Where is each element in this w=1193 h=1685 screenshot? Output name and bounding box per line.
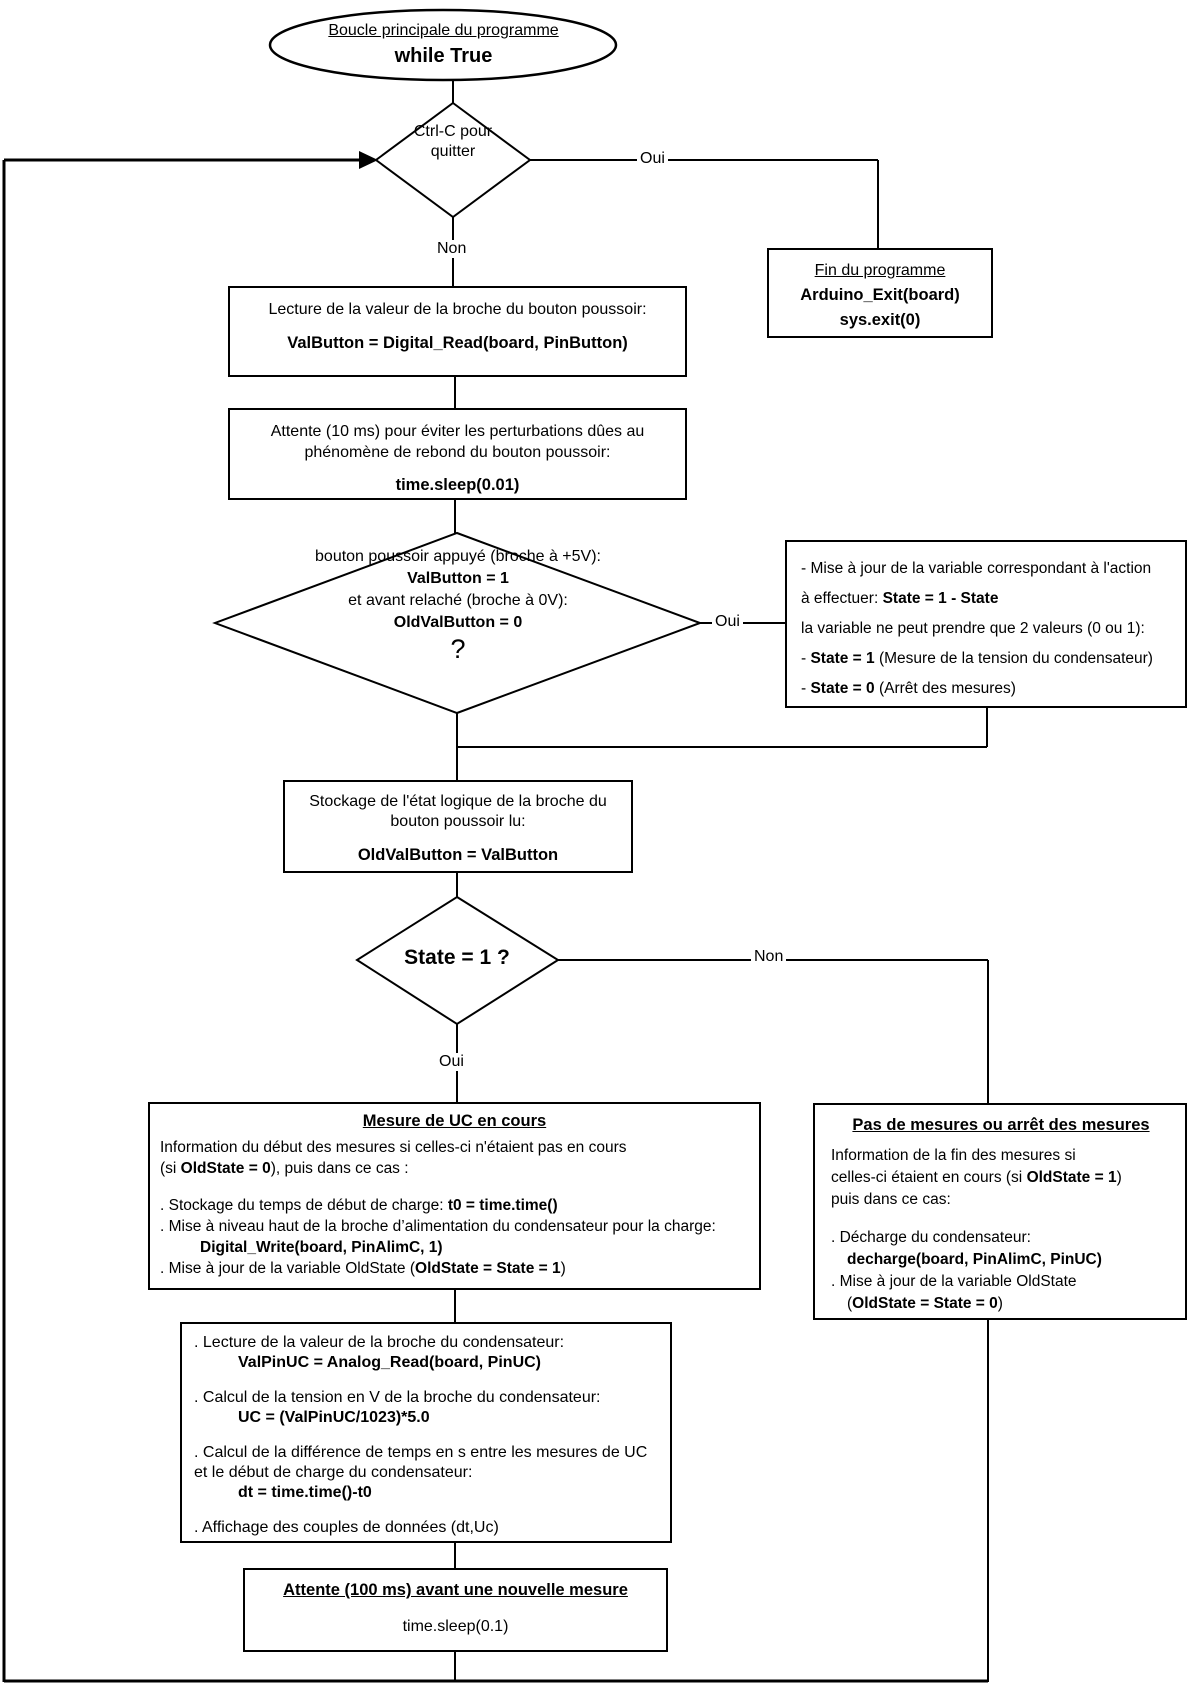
- read-button-text: Lecture de la valeur de la broche du bou…: [268, 301, 647, 318]
- edge-label-non-ctrlc: Non: [434, 240, 470, 258]
- edge-label-non-state: Non: [751, 948, 787, 966]
- start-ellipse: [268, 8, 618, 82]
- no-measure-box: Pas de mesures ou arrêt des mesures Info…: [813, 1103, 1187, 1320]
- store-button-code: OldValButton = ValButton: [357, 846, 559, 864]
- start-title: Boucle principale du programme: [328, 22, 559, 39]
- edge-label-oui-button: Oui: [712, 613, 743, 631]
- measure-uc-title: Mesure de UC en cours: [362, 1112, 547, 1130]
- start-code: while True: [394, 45, 493, 67]
- end-code-1: Arduino_Exit(board): [800, 286, 960, 304]
- calculations-box: . Lecture de la valeur de la broche du c…: [180, 1322, 672, 1543]
- wait-100ms-code: time.sleep(0.1): [402, 1618, 509, 1635]
- end-code-2: sys.exit(0): [839, 311, 921, 329]
- end-title: Fin du programme: [814, 262, 946, 279]
- edge-label-oui-ctrlc: Oui: [637, 150, 668, 168]
- wait-100ms-title: Attente (100 ms) avant une nouvelle mesu…: [283, 1581, 628, 1599]
- edge-label-oui-state: Oui: [436, 1053, 467, 1071]
- start-node: Boucle principale du programme while Tru…: [270, 9, 617, 81]
- decision-state: State = 1 ?: [404, 946, 510, 969]
- loop-arrowhead: [359, 151, 378, 169]
- read-button-box: Lecture de la valeur de la broche du bou…: [228, 286, 687, 377]
- wait-10ms-box: Attente (10 ms) pour éviter les perturba…: [228, 408, 687, 500]
- wait-10ms-code: time.sleep(0.01): [395, 476, 520, 494]
- end-box: Fin du programme Arduino_Exit(board) sys…: [767, 248, 993, 338]
- wait-100ms-box: Attente (100 ms) avant une nouvelle mesu…: [243, 1568, 668, 1652]
- no-measure-title: Pas de mesures ou arrêt des mesures: [852, 1116, 1150, 1134]
- decision-ctrlc: Ctrl-C pour quitter: [413, 123, 493, 160]
- read-button-code: ValButton = Digital_Read(board, PinButto…: [287, 334, 628, 352]
- measure-uc-box: Mesure de UC en cours Information du déb…: [148, 1102, 761, 1290]
- state-info-box: - Mise à jour de la variable corresponda…: [785, 540, 1187, 708]
- store-button-box: Stockage de l'état logique de la broche …: [283, 780, 633, 873]
- decision-button: bouton poussoir appuyé (broche à +5V): V…: [238, 546, 678, 664]
- question-mark: ?: [450, 634, 466, 664]
